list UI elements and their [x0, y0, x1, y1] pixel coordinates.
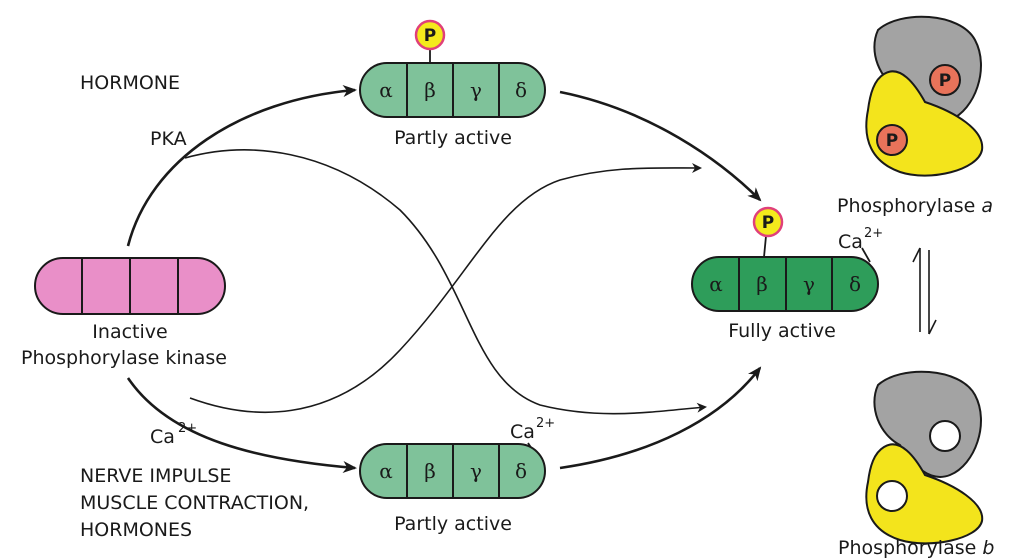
phosphate-icon [929, 64, 961, 96]
phosphorylase-a-icon: P P [865, 15, 984, 177]
pka-label: PKA [150, 128, 187, 150]
phosphate-label: P [886, 131, 898, 151]
subunit-alpha: α [709, 272, 723, 296]
partly-active-top-label: Partly active [394, 127, 512, 149]
arrow-partly-top-to-fully [559, 90, 762, 202]
subunit-beta: β [424, 78, 436, 102]
svg-text:2+: 2+ [864, 226, 883, 241]
nerve-impulse-line3: HORMONES [80, 519, 192, 541]
svg-text:Phosphorylase a: Phosphorylase a [837, 195, 993, 217]
empty-site-icon [876, 480, 908, 512]
phosphate-icon [752, 206, 784, 238]
subunit-delta: δ [515, 459, 527, 483]
svg-text:2+: 2+ [178, 421, 197, 436]
svg-text:Phosphorylase b: Phosphorylase b [838, 537, 994, 559]
svg-text:Ca: Ca [510, 421, 535, 443]
svg-text:Ca: Ca [150, 426, 175, 448]
subunit-beta: β [756, 272, 768, 296]
phosphate-label: P [939, 71, 951, 91]
arrow-cross-pka-to-fully [184, 149, 707, 415]
partly-active-bottom-kinase: Ca 2+ α β γ δ Partly active [359, 416, 555, 535]
ca-left-label: Ca 2+ [150, 421, 197, 448]
subunit-gamma: γ [470, 459, 482, 483]
phosphate-icon [876, 124, 908, 156]
subunit-gamma: γ [470, 78, 482, 102]
nerve-impulse-line2: MUSCLE CONTRACTION, [80, 492, 309, 514]
subunit-alpha: α [379, 459, 393, 483]
fully-active-label: Fully active [728, 320, 836, 342]
phosphate-icon [414, 19, 446, 51]
inactive-label-line2: Phosphorylase kinase [21, 347, 227, 369]
arrow-inactive-to-partly-bottom [126, 377, 357, 473]
phosphorylase-a-label: Phosphorylase a [837, 195, 993, 217]
hormone-label: HORMONE [80, 72, 180, 94]
subunit-beta: β [424, 459, 436, 483]
phosphate-label: P [424, 26, 436, 46]
equilibrium-arrows [912, 247, 937, 335]
inactive-label-line1: Inactive [92, 321, 167, 343]
arrow-inactive-to-partly-top [126, 85, 357, 247]
phosphorylase-b-label: Phosphorylase b [838, 537, 994, 559]
svg-text:Ca: Ca [838, 231, 863, 253]
phosphate-label: P [762, 213, 774, 233]
subunit-gamma: γ [803, 272, 815, 296]
pathway-arrows [126, 85, 762, 473]
svg-text:2+: 2+ [536, 416, 555, 431]
fully-active-kinase: P Ca 2+ α β γ δ Fully active [691, 206, 883, 342]
empty-site-icon [929, 420, 961, 452]
partly-active-top-kinase: P α β γ δ Partly active [359, 19, 546, 149]
partly-active-bottom-label: Partly active [394, 513, 512, 535]
inactive-kinase: Inactive Phosphorylase kinase [21, 257, 227, 369]
arrow-partly-bottom-to-fully [559, 366, 762, 470]
arrow-cross-ca-to-fully [189, 162, 702, 414]
nerve-impulse-line1: NERVE IMPULSE [80, 465, 231, 487]
phosphorylase-b-icon [865, 370, 984, 545]
subunit-delta: δ [515, 78, 527, 102]
subunit-delta: δ [849, 272, 861, 296]
subunit-alpha: α [379, 78, 393, 102]
